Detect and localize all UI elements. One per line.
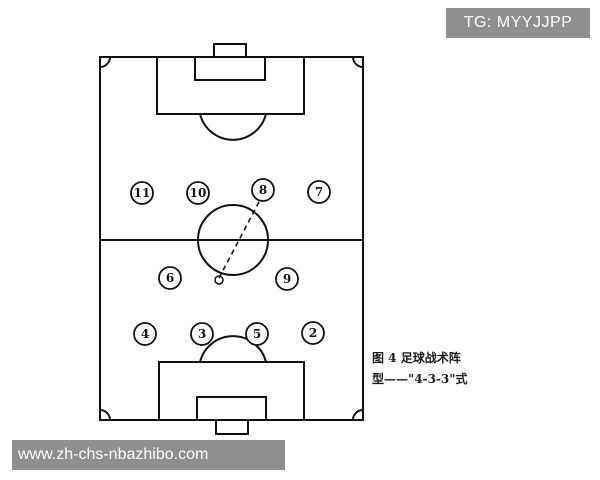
corner-arc-top-right [352,56,364,68]
corner-arc-top-left [99,56,111,68]
player-circle [275,267,299,291]
player-marker: 10 [186,181,210,205]
bottom-penalty-area [158,361,305,421]
player-circle [130,181,154,205]
player-number: 3 [198,327,206,341]
player-circle [186,181,210,205]
top-penalty-area [156,56,305,115]
player-marker: 9 [275,267,299,291]
center-circle [197,204,269,276]
top-goal [213,43,247,58]
watermark-top: TG: MYYJJPP [446,8,590,38]
player-circle [133,322,157,346]
player-marker: 7 [307,180,331,204]
ball-icon [214,275,224,285]
player-circle [158,266,182,290]
caption-line-2: 型——"4-3-3"式 [372,372,468,386]
player-marker: 8 [251,178,275,202]
player-circle [307,180,331,204]
player-marker: 6 [158,266,182,290]
players: 11 10 8 7 6 9 4 3 5 2 [130,178,331,346]
pitch-boundary [99,56,364,421]
player-number: 9 [283,272,291,286]
player-number: 5 [253,327,261,341]
player-circle [301,321,325,345]
player-number: 2 [309,326,317,340]
player-marker: 2 [301,321,325,345]
bottom-goal-area [196,396,267,421]
player-number: 7 [315,185,323,199]
player-circle [251,178,275,202]
player-marker: 11 [130,181,154,205]
corner-arc-bottom-right [352,409,364,421]
player-marker: 5 [245,322,269,346]
player-marker: 4 [133,322,157,346]
watermark-bottom: www.zh-chs-nbazhibo.com [12,440,285,470]
player-number: 10 [190,186,207,200]
player-number: 6 [166,271,174,285]
top-penalty-arc [199,113,267,141]
player-circle [190,322,214,346]
player-number: 8 [259,183,267,197]
player-number: 11 [134,186,151,200]
figure-caption: 图 4 足球战术阵 型——"4-3-3"式 [372,348,562,390]
corner-arc-bottom-left [99,409,111,421]
bottom-penalty-arc [199,335,267,363]
top-goal-area [194,56,266,81]
player-number: 4 [141,327,149,341]
caption-line-1: 图 4 足球战术阵 [372,351,461,365]
player-circle [245,322,269,346]
bottom-goal [215,419,249,435]
player-marker: 3 [190,322,214,346]
